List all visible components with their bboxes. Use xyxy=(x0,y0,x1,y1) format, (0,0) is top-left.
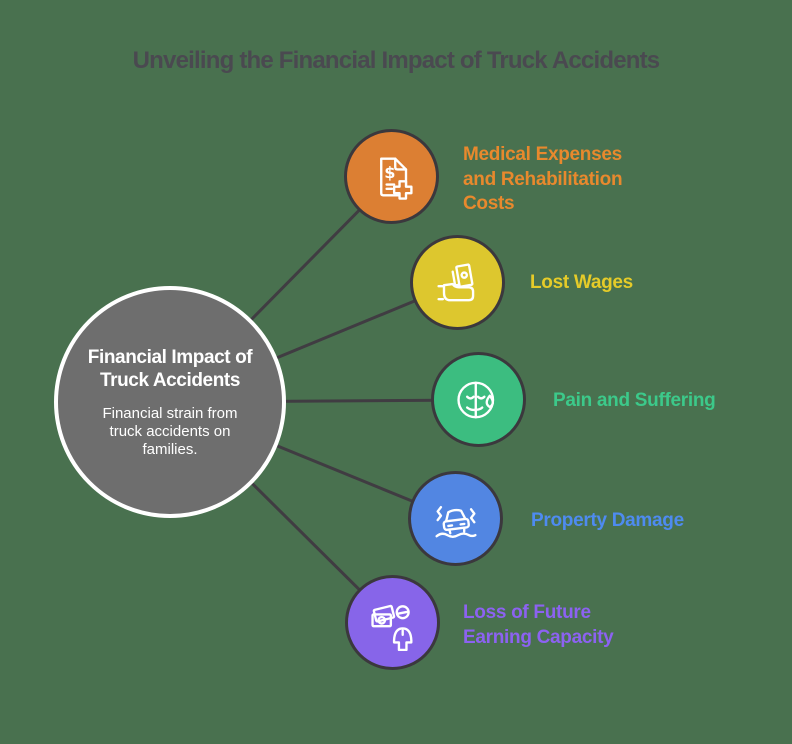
node-pain-and-suffering xyxy=(431,352,526,447)
node-loss-of-earning-capacity xyxy=(345,575,440,670)
label-property-damage: Property Damage xyxy=(531,510,684,531)
center-node: Financial Impact of Truck Accidents Fina… xyxy=(54,286,286,518)
label-lost-wages: Lost Wages xyxy=(530,272,633,293)
node-lost-wages xyxy=(410,235,505,330)
medical-bill-icon: $ xyxy=(379,157,413,200)
money-in-hand-icon xyxy=(436,262,474,301)
node-medical-expenses: $ xyxy=(344,129,439,224)
node-property-damage xyxy=(408,471,503,566)
label-medical-expenses: Medical Expenses and Rehabilitation Cost… xyxy=(463,144,623,214)
center-heading: Financial Impact of Truck Accidents xyxy=(87,346,253,391)
svg-text:$: $ xyxy=(384,163,395,182)
skidding-car-icon xyxy=(434,505,477,538)
money-person-icon xyxy=(370,604,412,651)
label-loss-of-earning-capacity: Loss of Future Earning Capacity xyxy=(463,602,614,648)
center-description: Financial strain from truck accidents on… xyxy=(102,404,238,458)
diagram-title: Unveiling the Financial Impact of Truck … xyxy=(132,47,661,74)
sad-face-tear-icon xyxy=(456,381,494,418)
label-pain-and-suffering: Pain and Suffering xyxy=(553,390,716,411)
